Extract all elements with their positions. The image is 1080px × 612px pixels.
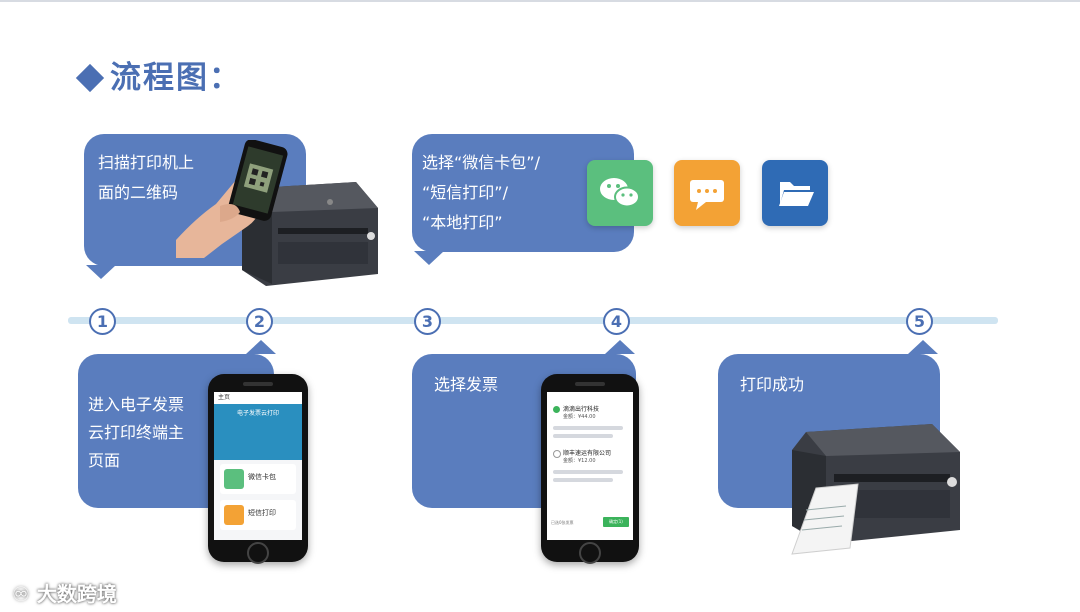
step-number-2: 2 (246, 308, 273, 335)
invoice-2-amount: 金额：¥12.00 (563, 458, 596, 464)
selected-count-text: 已选0张发票 (551, 520, 574, 525)
step-card-5-pointer (908, 340, 938, 354)
phone-home-button (247, 542, 269, 564)
step-number-5: 5 (906, 308, 933, 335)
invoice-1-name: 滴滴出行科技 (563, 406, 600, 413)
phone-2-menu-label-1: 微信卡包 (248, 473, 276, 481)
invoice-1-detail-line (553, 426, 623, 430)
invoice-1-detail-line (553, 434, 613, 438)
step-5-line-1: 打印成功 (740, 375, 805, 394)
sms-small-icon (224, 505, 244, 525)
step-1-line-1: 扫描打印机上 (98, 153, 195, 172)
phone-speaker (575, 382, 605, 386)
hand-with-phone-image (176, 139, 296, 260)
step-number-1: 1 (89, 308, 116, 335)
phone-2-menu-label-2: 短信打印 (248, 509, 276, 517)
step-number-4: 4 (603, 308, 630, 335)
timeline (68, 317, 998, 324)
phone-home-screen: 主页 电子发票云打印 微信卡包 短信打印 (208, 374, 308, 564)
step-card-2-pointer (246, 340, 276, 354)
phone-2-screen: 主页 电子发票云打印 微信卡包 短信打印 (214, 392, 302, 540)
step-1-line-2: 面的二维码 (98, 183, 179, 202)
diamond-bullet-icon (75, 63, 105, 93)
invoice-2-detail-line (553, 470, 623, 474)
step-3-line-1: 选择“微信卡包”/ (422, 153, 540, 172)
invoice-2-name: 顺丰速运有限公司 (563, 450, 612, 457)
step-card-3-pointer (414, 251, 444, 265)
watermark: ♾ 大数跨境 (12, 578, 117, 607)
sms-icon[interactable] (674, 160, 740, 226)
wechat-small-icon (224, 469, 244, 489)
watermark-text: 大数跨境 (36, 582, 117, 606)
phone-4-screen: 滴滴出行科技 金额：¥44.00 顺丰速运有限公司 金额：¥12.00 已选0张… (547, 392, 633, 540)
page-title-text: 流程图： (110, 60, 242, 96)
top-border (0, 0, 1080, 2)
invoice-2-radio[interactable] (553, 450, 561, 458)
phone-speaker (243, 382, 273, 386)
phone-2-banner: 电子发票云打印 (214, 404, 302, 460)
phone-2-menu-wechat[interactable]: 微信卡包 (220, 464, 296, 494)
step-2-line-2: 云打印终端主 (88, 423, 185, 442)
phone-invoice-list: 滴滴出行科技 金额：¥44.00 顺丰速运有限公司 金额：¥12.00 已选0张… (541, 374, 639, 564)
step-3-line-2: “短信打印”/ (422, 183, 508, 202)
step-card-4-pointer (605, 340, 635, 354)
folder-icon[interactable] (762, 160, 828, 226)
invoice-2-detail-line (553, 478, 613, 482)
phone-2-banner-text: 电子发票云打印 (236, 410, 279, 417)
phone-2-header: 主页 (214, 392, 302, 404)
phone-home-button (579, 542, 601, 564)
invoice-1-radio[interactable] (553, 406, 560, 413)
watermark-logo-icon: ♾ (12, 582, 37, 606)
phone-2-menu-sms[interactable]: 短信打印 (220, 500, 296, 530)
confirm-button[interactable]: 确定(1) (603, 517, 629, 527)
step-3-line-3: “本地打印” (422, 213, 503, 232)
printer-image (238, 178, 380, 288)
page-title: 流程图： (75, 52, 242, 97)
step-card-1-pointer (86, 265, 116, 279)
invoice-1-amount: 金额：¥44.00 (563, 414, 596, 420)
wechat-icon[interactable] (587, 160, 653, 226)
step-2-line-1: 进入电子发票 (88, 395, 185, 414)
step-number-3: 3 (414, 308, 441, 335)
step-2-line-3: 页面 (88, 451, 121, 470)
printer-with-receipt-image (786, 418, 964, 556)
step-4-line-1: 选择发票 (434, 375, 499, 394)
